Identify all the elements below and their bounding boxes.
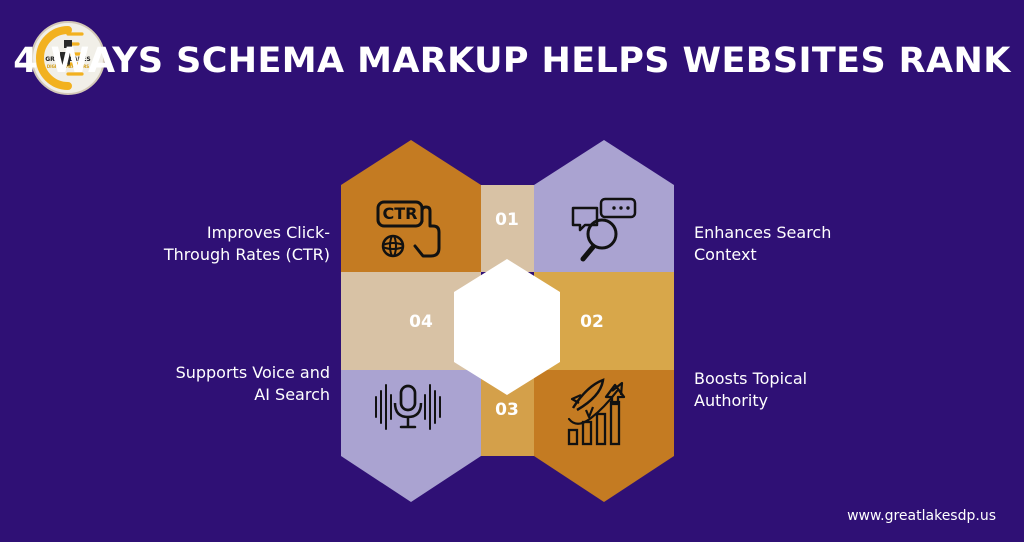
label-enhances-search-context-text: Enhances Search Context bbox=[694, 223, 832, 264]
logo-line-2: DIGITAL PARTNERS bbox=[47, 64, 89, 69]
great-lakes-logo: GREAT LAKES DIGITAL PARTNERS bbox=[31, 21, 105, 95]
search-chat-icon bbox=[571, 197, 637, 262]
label-improves-ctr: Improves Click- Through Rates (CTR) bbox=[120, 222, 330, 265]
number-03: 03 bbox=[495, 400, 519, 420]
label-boosts-topical-authority: Boosts Topical Authority bbox=[694, 368, 864, 411]
label-supports-voice-ai-search-text: Supports Voice and AI Search bbox=[175, 363, 330, 404]
label-boosts-topical-authority-text: Boosts Topical Authority bbox=[694, 369, 808, 410]
page-title: 4 WAYS SCHEMA MARKUP HELPS WEBSITES RANK bbox=[13, 41, 1011, 81]
label-improves-ctr-text: Improves Click- Through Rates (CTR) bbox=[163, 223, 330, 264]
number-01: 01 bbox=[495, 210, 519, 230]
logo: GREAT LAKES DIGITAL PARTNERS bbox=[30, 20, 106, 96]
overlap-left bbox=[341, 272, 481, 370]
website-url: www.greatlakesdp.us bbox=[847, 508, 996, 524]
label-supports-voice-ai-search: Supports Voice and AI Search bbox=[120, 362, 330, 405]
label-enhances-search-context: Enhances Search Context bbox=[694, 222, 864, 265]
rocket-growth-icon bbox=[567, 378, 626, 446]
overlap-right bbox=[534, 272, 674, 370]
microphone-icon bbox=[375, 384, 441, 430]
number-02: 02 bbox=[580, 312, 604, 332]
center-hexagon bbox=[454, 259, 560, 395]
overlap-top bbox=[481, 185, 534, 272]
overlap-bottom bbox=[481, 370, 534, 456]
ctr-icon-text: CTR bbox=[383, 204, 418, 223]
ctr-click-icon: CTR bbox=[376, 200, 441, 258]
logo-line-1: GREAT LAKES bbox=[45, 56, 91, 63]
number-04: 04 bbox=[409, 312, 433, 332]
